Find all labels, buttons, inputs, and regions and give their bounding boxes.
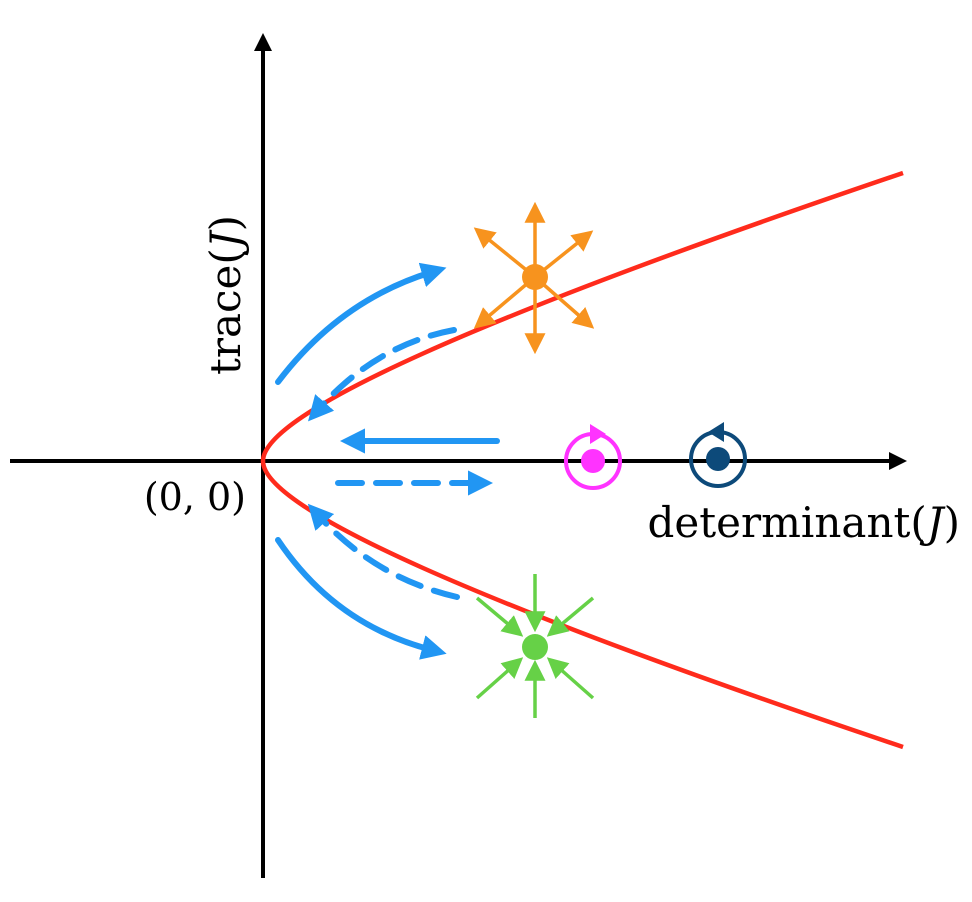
y-axis-label-open: ( bbox=[201, 248, 250, 264]
y-axis-label: trace(J) bbox=[201, 215, 250, 375]
x-axis-label-text: determinant bbox=[648, 498, 911, 547]
stable-node-icon bbox=[475, 574, 595, 718]
upper-solid-arrow bbox=[275, 262, 447, 385]
y-axis-label-text: trace bbox=[201, 265, 250, 375]
unstable-node-icon bbox=[473, 201, 595, 355]
lower-solid-arrow bbox=[275, 537, 447, 660]
x-axis-label-close: ) bbox=[944, 498, 960, 547]
axes bbox=[10, 33, 907, 878]
x-axis-label: determinant(J) bbox=[648, 498, 960, 547]
y-axis-label-close: ) bbox=[201, 215, 250, 231]
upper-dashed-arrow bbox=[308, 327, 457, 422]
rotation-center-navy-icon bbox=[689, 422, 747, 488]
flow-arrows bbox=[275, 262, 500, 660]
x-axis-label-open: ( bbox=[910, 498, 926, 547]
rotation-center-magenta-icon bbox=[564, 424, 622, 490]
lower-dashed-arrow bbox=[307, 503, 460, 600]
origin-label: (0, 0) bbox=[144, 475, 246, 519]
